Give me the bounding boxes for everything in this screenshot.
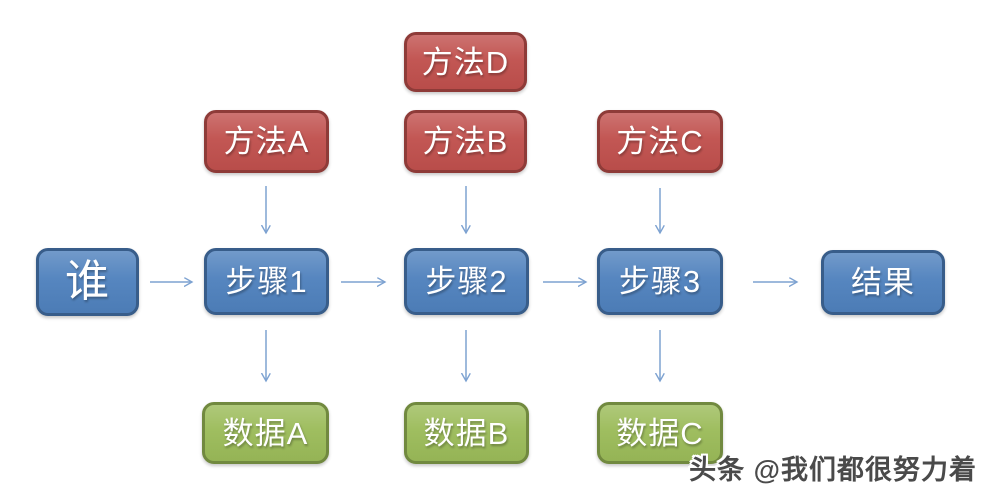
node-step2: 步骤2 xyxy=(404,248,529,315)
node-data-b: 数据B xyxy=(404,402,529,464)
node-method-a: 方法A xyxy=(204,110,329,173)
watermark: 头条 @我们都很努力着 xyxy=(689,455,977,485)
node-method-b: 方法B xyxy=(404,110,527,173)
node-result-label: 结果 xyxy=(851,265,915,300)
node-data-b-label: 数据B xyxy=(423,415,510,451)
node-method-c: 方法C xyxy=(597,110,723,173)
node-method-c-label: 方法C xyxy=(616,124,704,159)
node-step1: 步骤1 xyxy=(204,248,329,315)
node-step2-label: 步骤2 xyxy=(425,264,508,299)
node-method-d-label: 方法D xyxy=(421,44,510,80)
node-data-a: 数据A xyxy=(202,402,329,464)
node-who-label: 谁 xyxy=(65,257,110,306)
node-data-c-label: 数据C xyxy=(616,415,704,451)
node-method-a-label: 方法A xyxy=(223,124,310,159)
node-who: 谁 xyxy=(36,248,139,316)
node-result: 结果 xyxy=(821,250,945,315)
node-step3: 步骤3 xyxy=(597,248,723,315)
node-step1-label: 步骤1 xyxy=(225,264,308,299)
node-data-c: 数据C xyxy=(597,402,723,464)
node-step3-label: 步骤3 xyxy=(618,264,702,299)
node-method-d: 方法D xyxy=(404,32,527,92)
node-method-b-label: 方法B xyxy=(422,124,509,159)
node-data-a-label: 数据A xyxy=(222,415,309,451)
